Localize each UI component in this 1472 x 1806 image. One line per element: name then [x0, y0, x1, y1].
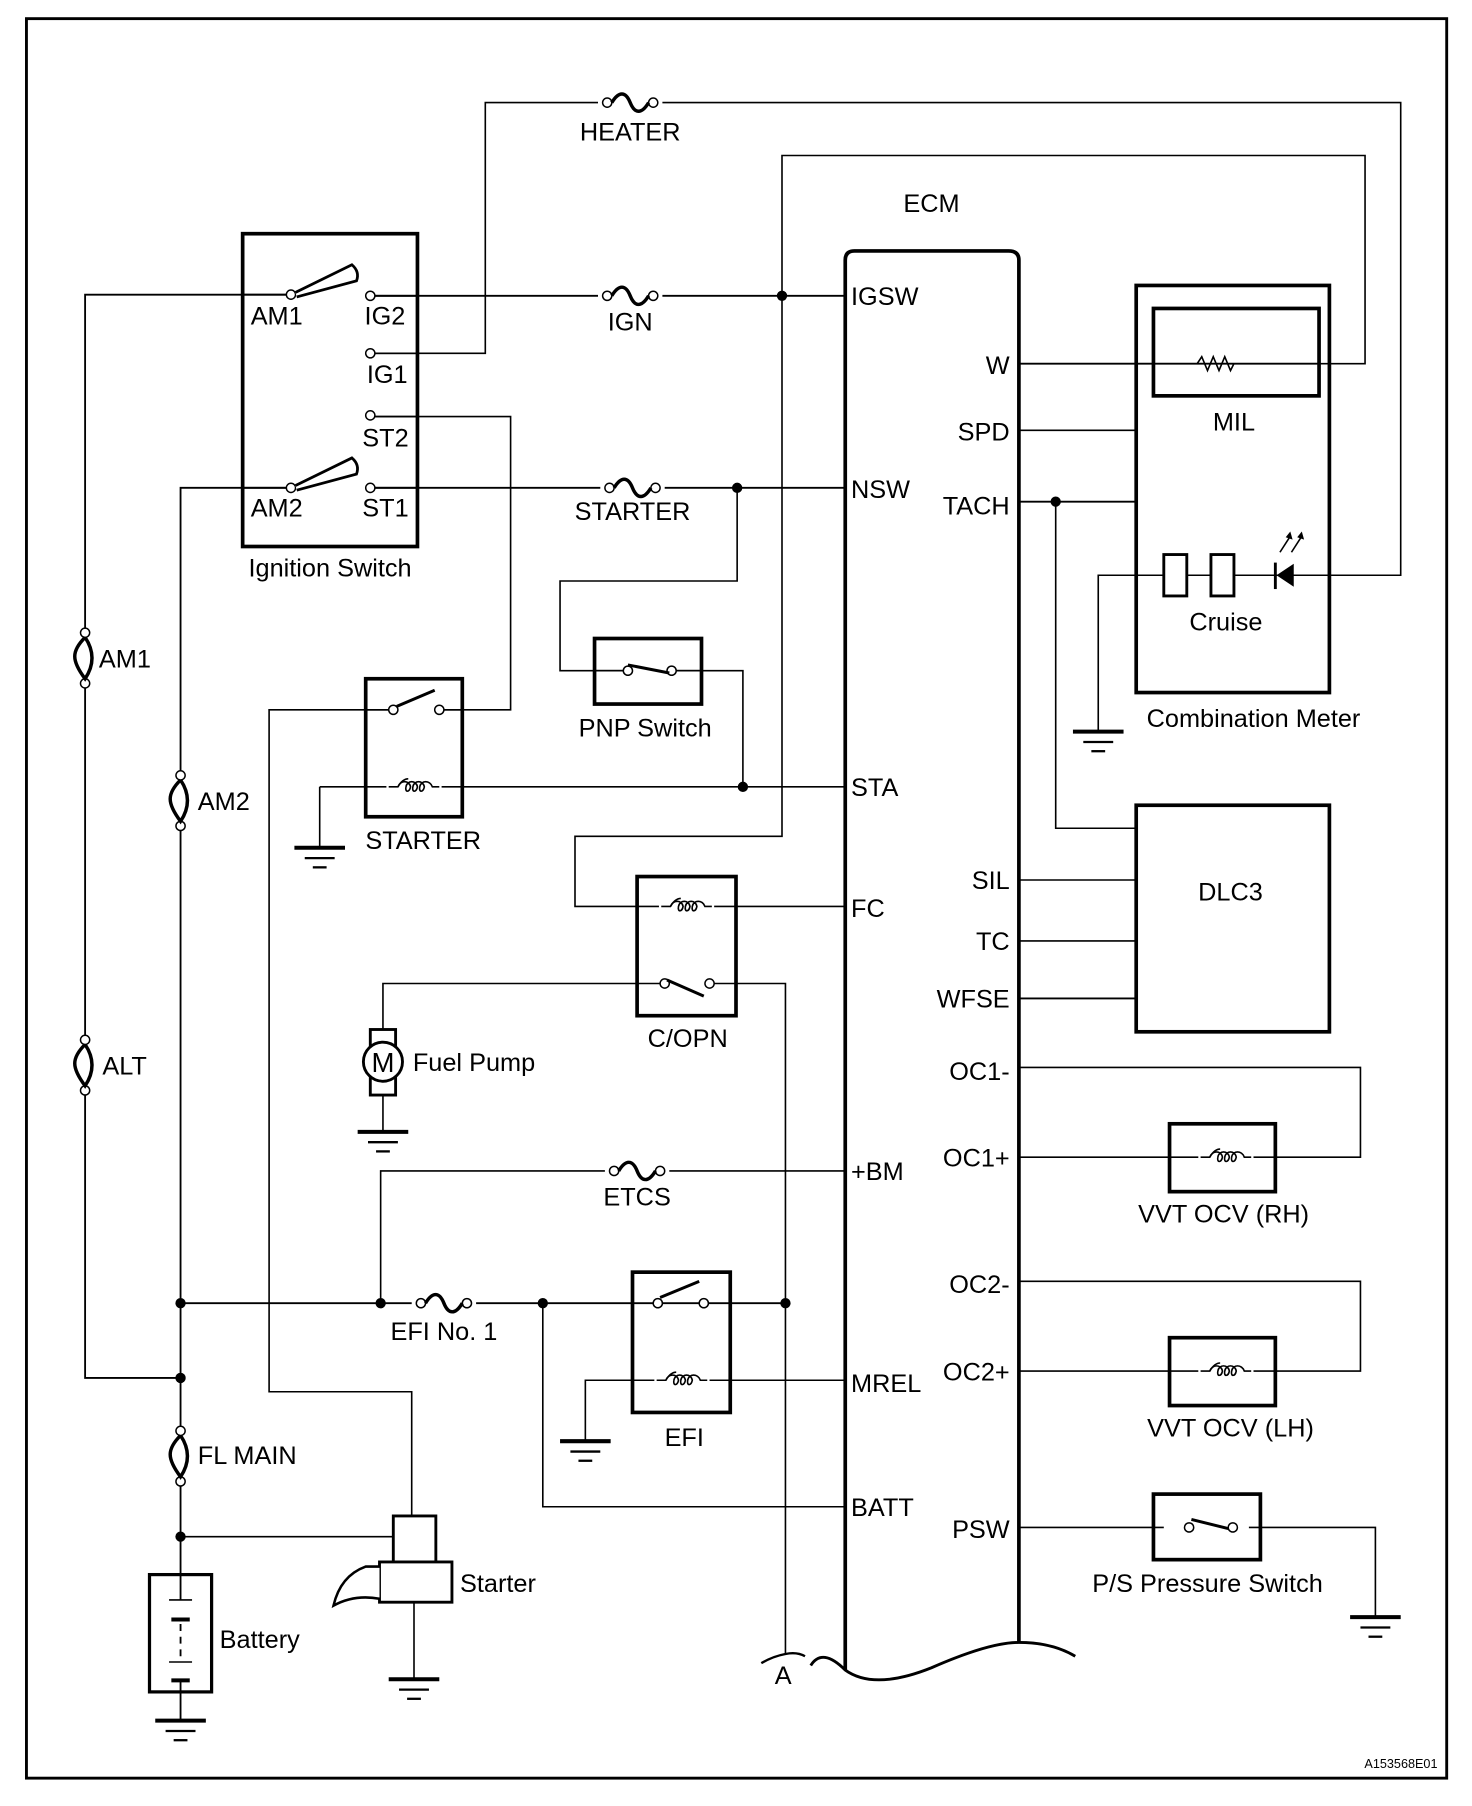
ground-icon: [358, 1132, 409, 1152]
fuse-heater-label: HEATER: [580, 119, 681, 147]
pin-oc2-minus: OC2-: [949, 1271, 1009, 1299]
pin-wfse: WFSE: [937, 986, 1010, 1014]
ecm: ECM IGSW NSW STA FC +BM MREL BATT W SPD …: [809, 190, 1076, 1682]
mil-resistor-icon: [1196, 354, 1235, 373]
fuse-am1-label: AM1: [99, 645, 151, 673]
fuse-ign-label: IGN: [608, 308, 653, 336]
motor-icon: [361, 1040, 404, 1083]
pnp-switch: PNP Switch: [579, 636, 712, 742]
fuse-etcs-label: ETCS: [603, 1183, 670, 1211]
junctions: [175, 290, 1061, 1542]
figure-id: A153568E01: [1364, 1757, 1437, 1771]
ecm-title: ECM: [903, 190, 959, 218]
fuse-etcs: ETCS: [603, 1160, 671, 1211]
vvt-ocv-lh: VVT OCV (LH): [1147, 1335, 1314, 1443]
pnp-switch-label: PNP Switch: [579, 714, 712, 742]
fuel-pump-label: Fuel Pump: [413, 1049, 535, 1077]
pin-w: W: [986, 352, 1010, 380]
ps-pressure-switch-label: P/S Pressure Switch: [1092, 1570, 1323, 1598]
fuse-alt: ALT: [73, 1033, 147, 1097]
pin-sil: SIL: [972, 867, 1010, 895]
pin-tc: TC: [976, 928, 1010, 956]
starter-relay: STARTER: [363, 676, 481, 855]
ground-icon: [155, 1721, 206, 1741]
battery: Battery: [147, 1572, 300, 1694]
terminal-st2: ST2: [362, 424, 408, 452]
ignition-switch-label: Ignition Switch: [248, 554, 411, 582]
mil-label: MIL: [1213, 408, 1255, 436]
efi-relay-label: EFI: [665, 1424, 704, 1452]
starter-label: Starter: [460, 1570, 536, 1598]
pin-sta: STA: [851, 774, 898, 802]
pin-mrel: MREL: [851, 1370, 921, 1398]
ground-icon: [294, 848, 345, 868]
terminal-am2: AM2: [251, 495, 303, 523]
fuse-ign: IGN: [598, 285, 663, 336]
ground-icon: [1350, 1617, 1401, 1637]
terminal-ig2: IG2: [365, 303, 406, 331]
ground-icon: [560, 1441, 611, 1461]
ignition-switch: AM1 IG2 IG1 ST2 AM2 ST1 Ignition Switch: [240, 231, 420, 582]
fuse-starter-label: STARTER: [575, 498, 691, 526]
fuse-heater: HEATER: [580, 92, 681, 147]
starter-relay-label: STARTER: [365, 827, 481, 855]
fuel-pump: M Fuel Pump: [361, 1028, 535, 1097]
vvt-ocv-rh: VVT OCV (RH): [1138, 1121, 1309, 1229]
fuse-fl-main-label: FL MAIN: [198, 1442, 297, 1470]
pin-oc1-plus: OC1+: [943, 1144, 1010, 1172]
motor-symbol: M: [371, 1047, 394, 1078]
pin-batt: BATT: [851, 1494, 914, 1522]
fuse-alt-label: ALT: [102, 1052, 147, 1080]
terminal-ig1: IG1: [367, 361, 408, 389]
fuse-am1: AM1: [73, 626, 151, 690]
ground-icon: [1073, 732, 1124, 752]
dlc3: DLC3: [1134, 803, 1332, 1034]
led-indicator-icon: [1273, 531, 1305, 590]
pin-bm: +BM: [851, 1158, 904, 1186]
efi-relay: EFI: [630, 1270, 733, 1452]
pin-fc: FC: [851, 895, 885, 923]
ground-icon: [389, 1679, 440, 1699]
terminal-st1: ST1: [362, 495, 408, 523]
pin-psw: PSW: [952, 1516, 1010, 1544]
fuse-starter: STARTER: [575, 477, 691, 526]
fuse-am2-label: AM2: [198, 788, 250, 816]
ps-pressure-switch: P/S Pressure Switch: [1092, 1492, 1323, 1598]
fuse-fl-main: FL MAIN: [168, 1424, 297, 1488]
fuse-efi-no1: EFI No. 1: [390, 1292, 497, 1346]
battery-label: Battery: [220, 1626, 300, 1654]
pin-oc1-minus: OC1-: [949, 1058, 1009, 1086]
frame-border: [25, 17, 1449, 1780]
starter-motor: Starter: [331, 1514, 536, 1680]
pin-nsw: NSW: [851, 476, 910, 504]
wires: [84, 101, 1402, 1720]
fuse-efi-no1-label: EFI No. 1: [390, 1318, 497, 1346]
pin-oc2-plus: OC2+: [943, 1358, 1010, 1386]
vvt-ocv-rh-label: VVT OCV (RH): [1138, 1201, 1309, 1229]
copn-relay-label: C/OPN: [648, 1025, 728, 1053]
dlc3-label: DLC3: [1198, 879, 1263, 907]
vvt-ocv-lh-label: VVT OCV (LH): [1147, 1415, 1314, 1443]
pin-tach: TACH: [943, 492, 1010, 520]
combination-meter: MIL Cruise Combination Meter: [1134, 283, 1361, 733]
connector-a-label: A: [775, 1662, 792, 1690]
pin-spd: SPD: [958, 419, 1010, 447]
pin-igsw: IGSW: [851, 283, 919, 311]
connector-a: A: [760, 1652, 806, 1690]
combination-meter-label: Combination Meter: [1147, 705, 1361, 733]
fuse-am2: AM2: [168, 769, 250, 833]
pinion-gear-icon: [331, 1565, 380, 1609]
cruise-label: Cruise: [1189, 608, 1262, 636]
copn-relay: C/OPN: [635, 874, 738, 1053]
terminal-am1: AM1: [251, 303, 303, 331]
